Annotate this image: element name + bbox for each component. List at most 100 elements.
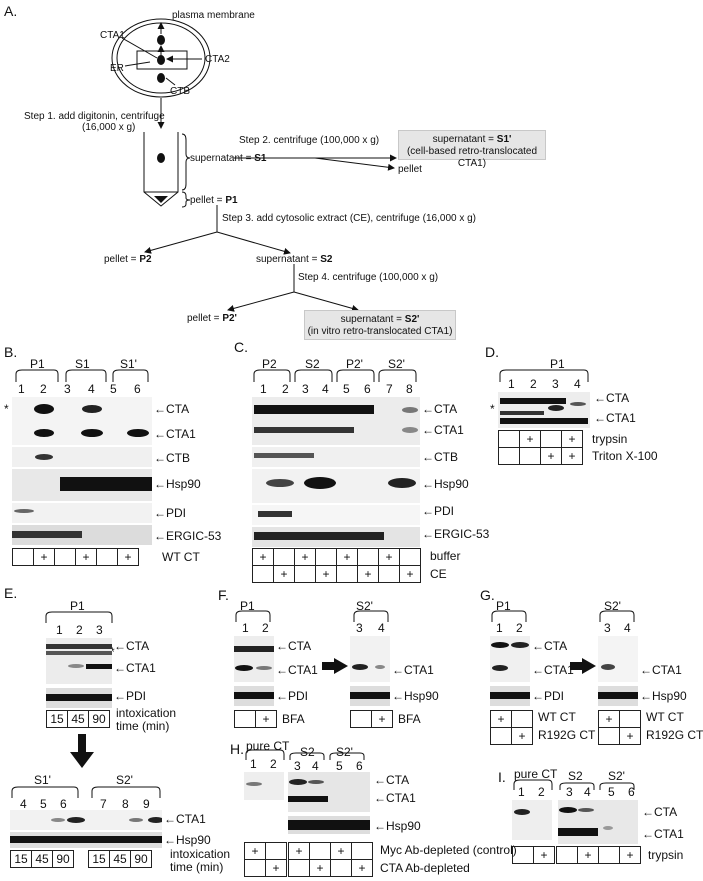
h-row2-label: CTA Ab-depleted	[380, 861, 470, 875]
b-group-s1p: S1'	[120, 357, 137, 371]
panel-label-c: C.	[234, 339, 248, 355]
e-group-s1p: S1'	[34, 773, 51, 787]
h-band-cta: ←CTA	[374, 773, 410, 787]
g-right-brace	[599, 610, 635, 622]
panel-label-f: F.	[218, 587, 229, 603]
e-bottom-time-label-1: intoxication	[170, 847, 231, 861]
f-left-table: +	[234, 710, 277, 728]
f-band-pdi: ←PDI	[276, 689, 309, 703]
g-left-brace	[491, 610, 527, 622]
h-lane-4: 4	[312, 759, 319, 773]
pellet-p1-label: pellet = P1	[190, 195, 238, 206]
e-group-p1: P1	[70, 599, 85, 613]
panel-label-a: A.	[4, 3, 18, 19]
supernatant-s2-label: supernatant = S2	[256, 254, 333, 265]
e-lane-4: 4	[20, 797, 27, 811]
e-blot-image	[46, 638, 112, 708]
b-lane-2: 2	[40, 382, 47, 396]
b-group-p1: P1	[30, 357, 45, 371]
f-right-blot-image	[350, 636, 390, 706]
c-band-cta1: ←CTA1	[422, 423, 464, 437]
g-right-band-cta1: ←CTA1	[640, 663, 682, 677]
d-lane-1: 1	[508, 377, 515, 391]
g-right-band-hsp90: ←Hsp90	[640, 689, 687, 703]
d-blot-image	[498, 392, 590, 428]
i-lane-4: 4	[584, 785, 591, 799]
c-band-cta: ←CTA	[422, 402, 458, 416]
f-right-band-cta1: ←CTA1	[392, 663, 434, 677]
h-right-table: ++ ++	[288, 842, 373, 877]
e-lane-9: 9	[143, 797, 150, 811]
c-lane-7: 7	[386, 382, 393, 396]
b-lane-5: 5	[110, 382, 117, 396]
h-lane-2: 2	[270, 757, 277, 771]
fractionation-schematic	[111, 18, 397, 312]
h-blot-image	[244, 772, 370, 834]
e-time-label-1: intoxication	[116, 706, 177, 720]
h-lane-5: 5	[336, 759, 343, 773]
g-lane-1: 1	[496, 621, 503, 635]
g-band-pdi: ←PDI	[532, 689, 565, 703]
i-blot-image	[512, 800, 638, 844]
e-lane-7: 7	[100, 797, 107, 811]
e-bottom-time-label-2: time (min)	[170, 860, 224, 874]
panel-label-e: E.	[4, 585, 18, 601]
d-treatment-table: ++ ++	[498, 430, 583, 465]
b-treatment-table: +++	[12, 548, 139, 566]
g-right-table: + +	[598, 710, 641, 745]
i-lane-3: 3	[566, 785, 573, 799]
h-lane-3: 3	[294, 759, 301, 773]
d-row2-label: Triton X-100	[592, 449, 658, 463]
c-blot-image	[252, 397, 420, 547]
g-group-p1: P1	[496, 599, 511, 613]
g-right-blot-image	[598, 636, 638, 706]
plasma-membrane-label: plasma membrane	[172, 10, 255, 21]
d-lane-4: 4	[574, 377, 581, 391]
f-group-s2p: S2'	[356, 599, 373, 613]
cell-outer-membrane	[111, 18, 211, 98]
step1-subtext: (16,000 x g)	[82, 122, 136, 133]
pellet-p2-label: pellet = P2	[104, 254, 152, 265]
e-lane-2: 2	[76, 623, 83, 637]
d-band-cta1: ←CTA1	[594, 411, 636, 425]
b-band-ergic53: ←ERGIC-53	[154, 529, 222, 543]
h-group-pure-ct: pure CT	[246, 739, 290, 753]
step1-text: Step 1. add digitonin, centrifuge	[24, 111, 165, 122]
g-right-row1-label: WT CT	[646, 710, 684, 724]
f-left-blot-image	[234, 636, 274, 706]
h-group-braces	[245, 749, 365, 760]
g-left-table: + +	[490, 710, 533, 745]
i-band-cta1: ←CTA1	[642, 827, 684, 841]
i-left-table: +	[512, 846, 555, 864]
b-band-ctb: ←CTB	[154, 451, 190, 465]
i-right-table: ++	[556, 846, 641, 864]
cta2-label: CTA2	[205, 54, 230, 65]
d-nonspecific-star: *	[490, 402, 495, 416]
h-band-cta1: ←CTA1	[374, 791, 416, 805]
ctb-label: CTB	[170, 86, 190, 97]
panel-label-b: B.	[4, 344, 18, 360]
c-band-ergic53: ←ERGIC-53	[422, 527, 490, 541]
panel-label-h: H.	[230, 741, 244, 757]
d-row1-label: trypsin	[592, 432, 628, 446]
e-group-s2p: S2'	[116, 773, 133, 787]
g-left-row1-label: WT CT	[538, 710, 576, 724]
i-lane-1: 1	[518, 785, 525, 799]
c-band-hsp90: ←Hsp90	[422, 477, 469, 491]
step4-text: Step 4. centrifuge (100,000 x g)	[298, 272, 439, 283]
i-lane-6: 6	[628, 785, 635, 799]
h-row1-label: Myc Ab-depleted (control)	[380, 843, 517, 857]
e-band-pdi: ←PDI	[114, 689, 147, 703]
c-group-s2: S2	[305, 357, 320, 371]
b-lane-6: 6	[134, 382, 141, 396]
i-group-s2: S2	[568, 769, 583, 783]
g-lane-4: 4	[624, 621, 631, 635]
d-lane-2: 2	[530, 377, 537, 391]
c-band-ctb: ←CTB	[422, 450, 458, 464]
cta1-label: CTA1	[100, 30, 125, 41]
f-right-arrow	[322, 658, 348, 674]
e-band-bottom-cta1: ←CTA1	[164, 812, 206, 826]
h-band-hsp90: ←Hsp90	[374, 819, 421, 833]
e-nonspecific-star: *	[110, 645, 115, 659]
